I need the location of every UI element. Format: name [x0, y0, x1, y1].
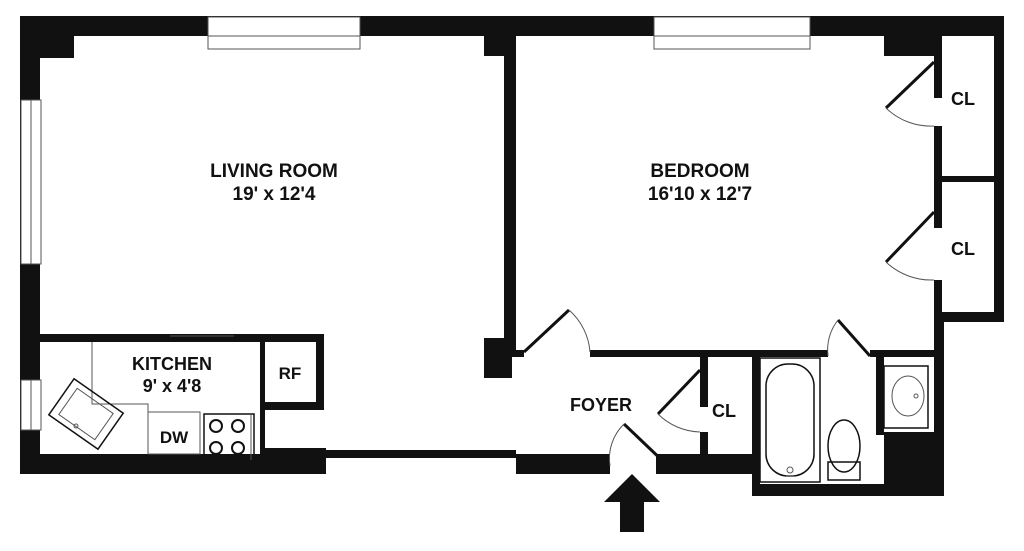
closet-label: CL [951, 239, 975, 259]
doors [522, 60, 936, 468]
kitchen-side-window [20, 379, 42, 431]
bathtub-icon [759, 357, 821, 483]
closet-label: CL [951, 89, 975, 109]
foyer-label: FOYER [570, 395, 632, 415]
bedroom-window [653, 16, 811, 50]
refrigerator-label: RF [279, 364, 302, 383]
foyer-closet-door [656, 368, 702, 433]
kitchen-label: KITCHEN [132, 354, 212, 374]
stove-icon [203, 413, 255, 461]
bedroom-door [522, 308, 591, 354]
living-room-size: 19' x 12'4 [233, 184, 316, 205]
room-labels: LIVING ROOM 19' x 12'4 BEDROOM 16'10 x 1… [132, 89, 975, 447]
bathroom-fixtures [759, 357, 929, 483]
bathroom-door [827, 319, 872, 357]
closet-door-1 [884, 60, 936, 127]
kitchen-fixtures [47, 335, 255, 461]
kitchen-size: 9' x 4'8 [143, 376, 202, 396]
bedroom-size: 16'10 x 12'7 [648, 184, 752, 205]
living-room-side-window [20, 99, 42, 265]
living-room-window [207, 16, 361, 50]
entry-door [608, 422, 670, 468]
windows [20, 16, 811, 431]
bathroom-sink-icon [883, 365, 929, 429]
sink-icon [47, 377, 125, 451]
living-room-label: LIVING ROOM [210, 161, 338, 182]
bedroom-label: BEDROOM [650, 161, 749, 182]
toilet-icon [827, 419, 861, 481]
dishwasher-label: DW [160, 428, 189, 447]
entry-arrow-icon [604, 474, 660, 532]
closet-door-2 [884, 210, 936, 281]
closet-label: CL [712, 401, 736, 421]
interior-walls [40, 36, 994, 460]
